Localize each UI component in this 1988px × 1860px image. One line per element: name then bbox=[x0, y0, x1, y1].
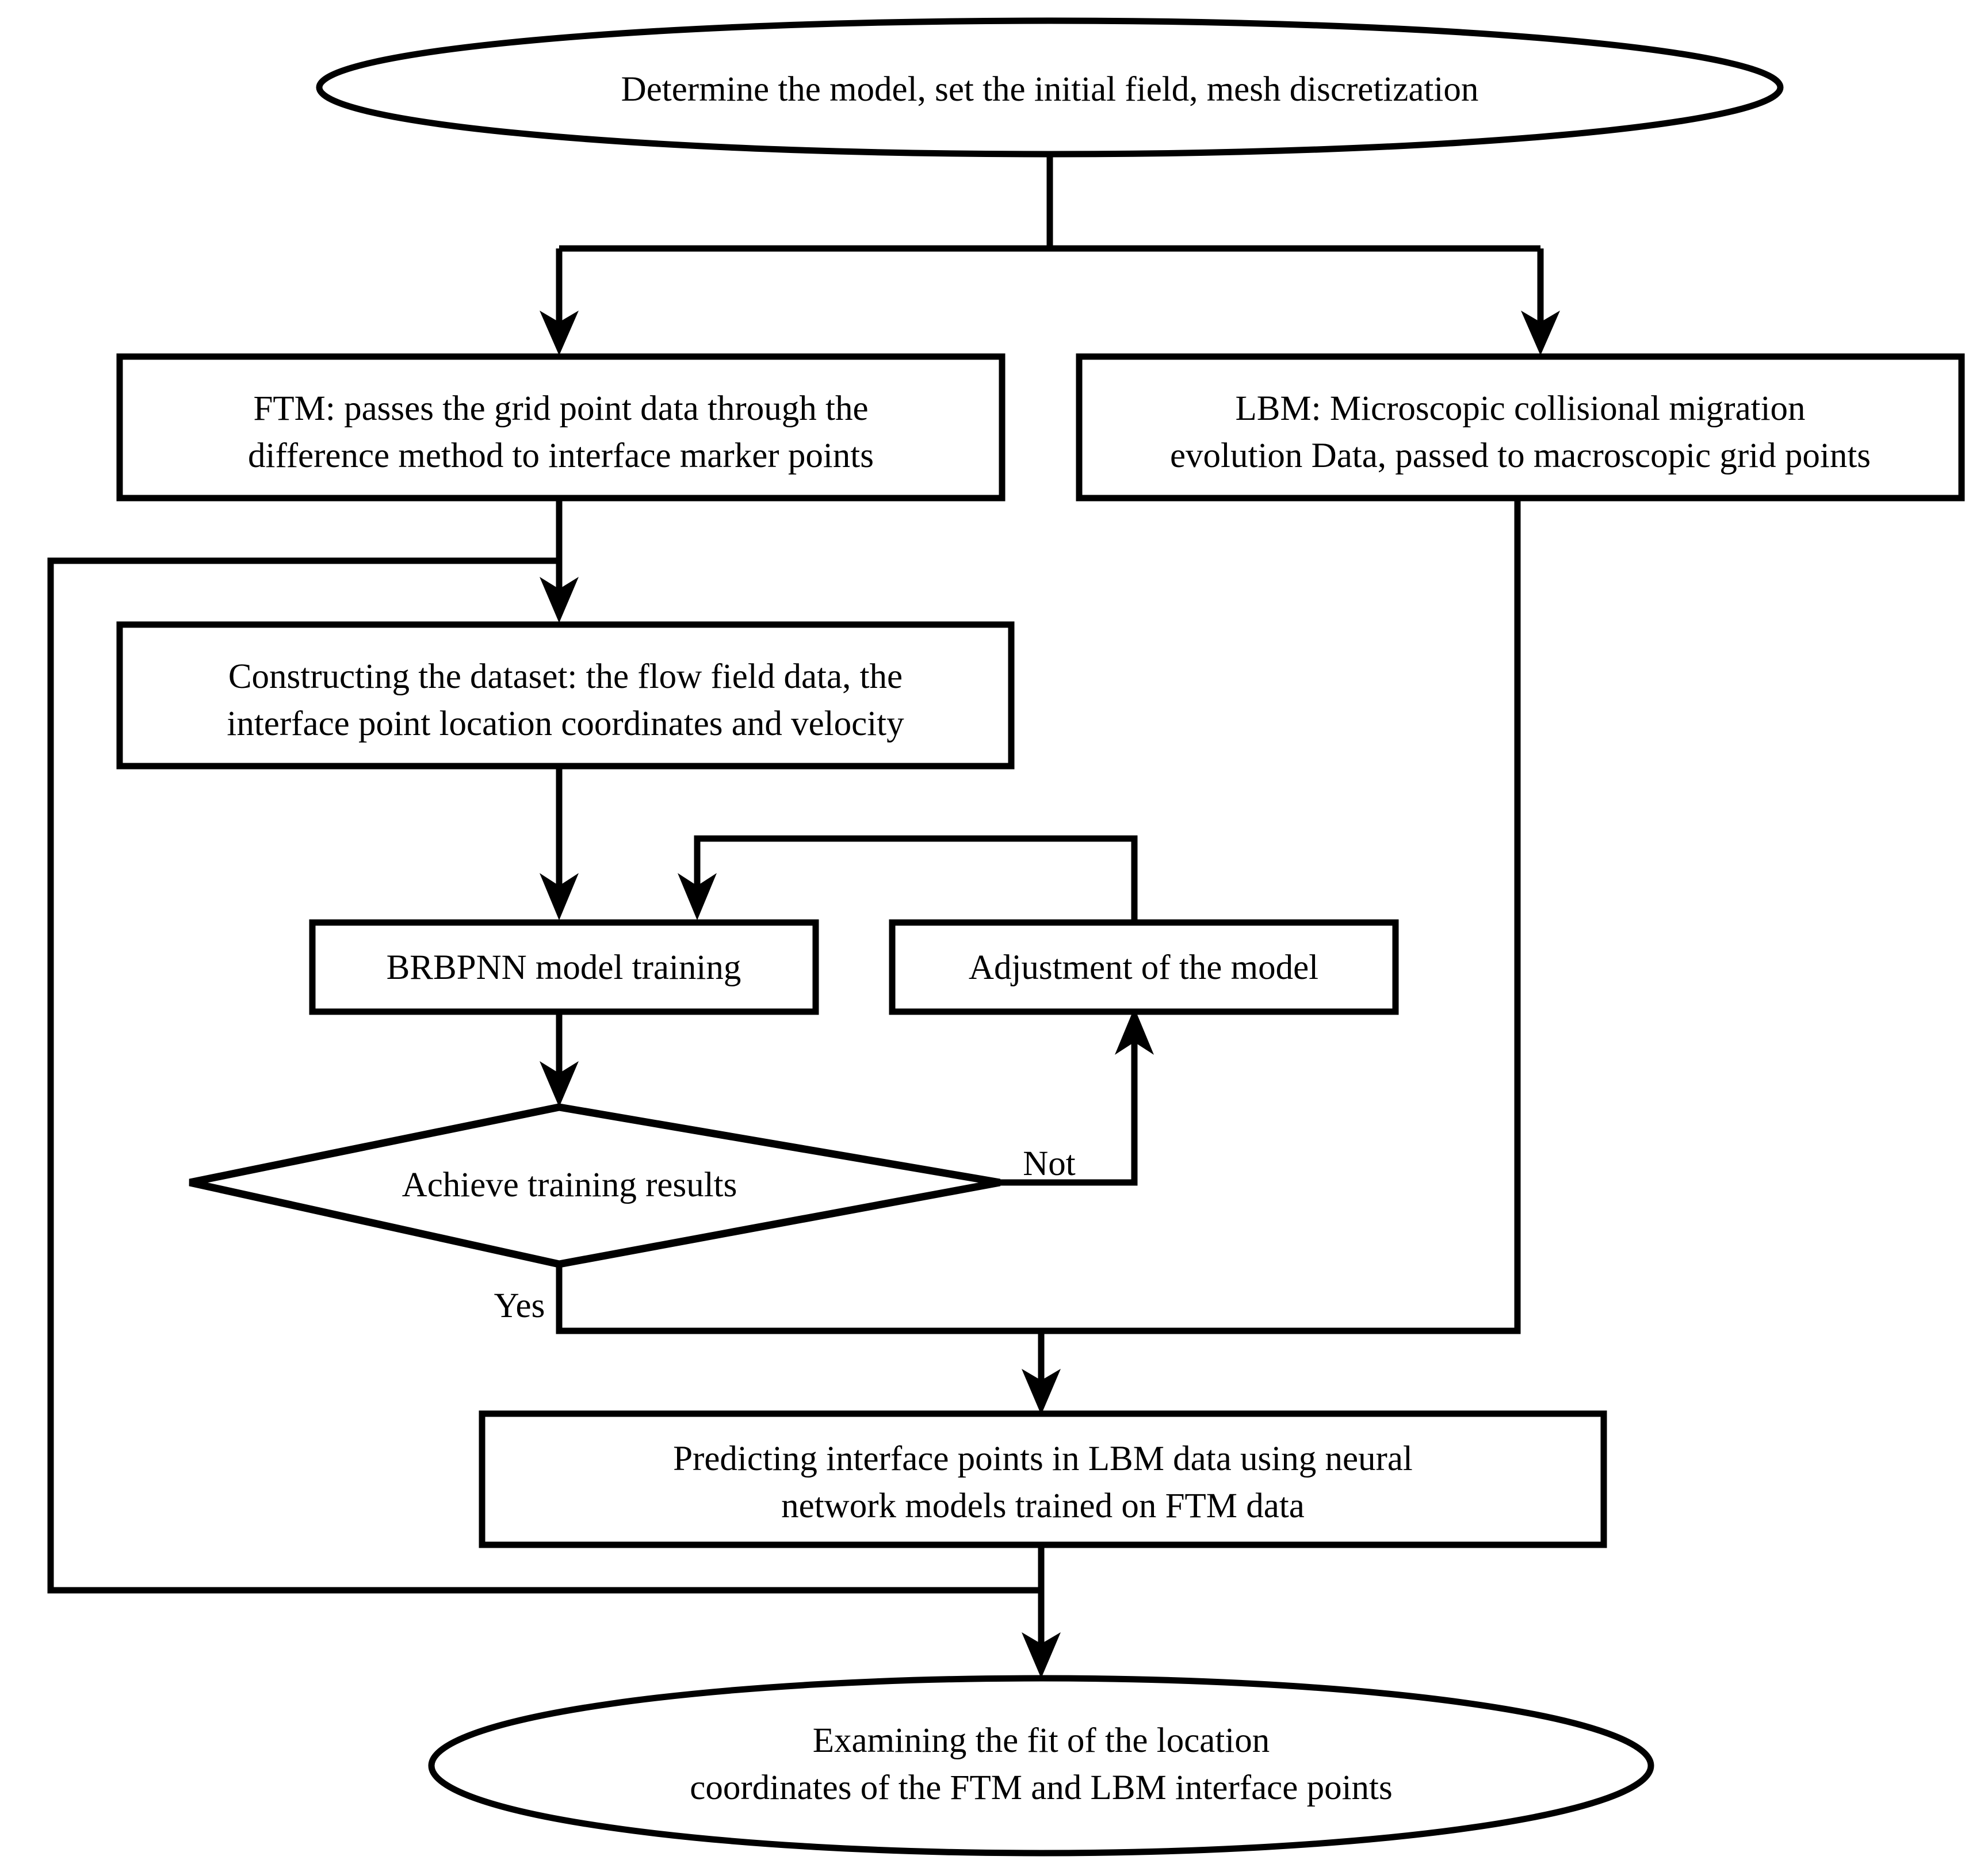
training-box-shape bbox=[309, 919, 819, 1015]
node-ftm[interactable]: FTM: passes the grid point data through … bbox=[116, 353, 1006, 502]
node-predict[interactable]: Predicting interface points in LBM data … bbox=[479, 1410, 1607, 1548]
edge-left-feedback-loop bbox=[47, 557, 1041, 1594]
lbm-label-line1: LBM: Microscopic collisional migration bbox=[1235, 389, 1805, 428]
end-label-line1: Examining the fit of the location bbox=[813, 1721, 1270, 1760]
adjustment-label-line1: Adjustment of the model bbox=[969, 948, 1318, 987]
arrowhead-merge-to-predict bbox=[1022, 1369, 1061, 1415]
node-adjustment[interactable]: Adjustment of the model bbox=[889, 919, 1399, 1015]
decision-label-line1: Achieve training results bbox=[402, 1166, 737, 1204]
node-decision[interactable]: Achieve training results bbox=[189, 1103, 1001, 1268]
arrowhead-ftm-to-dataset bbox=[540, 577, 579, 623]
edge-label-not: Not bbox=[1023, 1145, 1076, 1183]
ftm-box-shape bbox=[116, 353, 1006, 502]
arrowhead-split-to-lbm bbox=[1521, 311, 1560, 355]
arrowhead-split-to-ftm bbox=[540, 311, 579, 355]
edge-decision-yes bbox=[556, 1265, 1041, 1334]
predict-label-line2: network models trained on FTM data bbox=[781, 1487, 1305, 1525]
arrowhead-decision-not bbox=[1115, 1008, 1154, 1055]
node-training[interactable]: BRBPNN model training bbox=[309, 919, 819, 1015]
end-ellipse-shape bbox=[428, 1675, 1654, 1857]
node-lbm[interactable]: LBM: Microscopic collisional migration e… bbox=[1076, 353, 1965, 502]
dataset-box-shape bbox=[116, 621, 1015, 770]
node-start[interactable]: Determine the model, set the initial fie… bbox=[316, 17, 1784, 158]
arrowhead-predict-to-end bbox=[1022, 1632, 1061, 1678]
node-end[interactable]: Examining the fit of the location coordi… bbox=[428, 1675, 1654, 1857]
adjustment-box-shape bbox=[889, 919, 1399, 1015]
lbm-label-line2: evolution Data, passed to macroscopic gr… bbox=[1170, 437, 1871, 475]
edge-lbm-to-merge bbox=[1041, 498, 1521, 1334]
start-label-line1: Determine the model, set the initial fie… bbox=[621, 70, 1479, 109]
arrowhead-dataset-to-training bbox=[540, 873, 579, 920]
predict-label-line1: Predicting interface points in LBM data … bbox=[673, 1440, 1413, 1478]
decision-diamond-shape bbox=[189, 1103, 1001, 1268]
dataset-label-line2: interface point location coordinates and… bbox=[227, 705, 904, 743]
edge-label-yes: Yes bbox=[494, 1287, 545, 1325]
ftm-label-line1: FTM: passes the grid point data through … bbox=[253, 389, 868, 428]
arrowhead-training-to-decision bbox=[540, 1061, 579, 1107]
edge-decision-not bbox=[1000, 1035, 1138, 1186]
ftm-label-line2: difference method to interface marker po… bbox=[248, 437, 874, 475]
lbm-box-shape bbox=[1076, 353, 1965, 502]
predict-box-shape bbox=[479, 1410, 1607, 1548]
edge-adjustment-to-training bbox=[694, 835, 1138, 922]
start-ellipse-shape bbox=[316, 17, 1784, 158]
node-dataset[interactable]: Constructing the dataset: the flow field… bbox=[116, 621, 1015, 770]
dataset-label-line1: Constructing the dataset: the flow field… bbox=[228, 657, 903, 696]
end-label-line2: coordinates of the FTM and LBM interface… bbox=[690, 1769, 1392, 1807]
arrowhead-adjustment-to-training bbox=[678, 873, 717, 920]
training-label-line1: BRBPNN model training bbox=[387, 948, 741, 987]
